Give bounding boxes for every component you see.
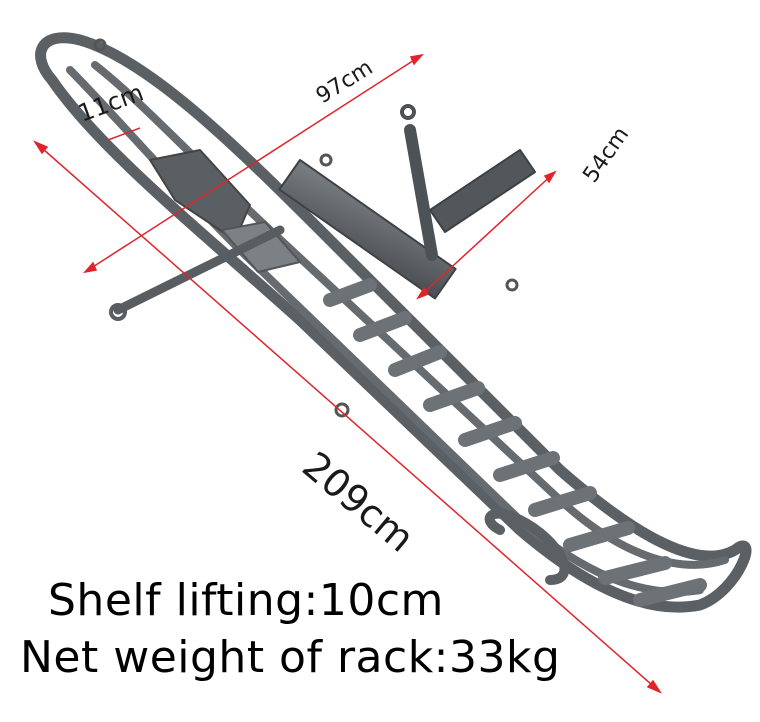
dimension-line-receiver — [417, 171, 556, 299]
perforated-plate — [221, 221, 301, 273]
arrowhead — [646, 679, 662, 694]
stabilizer-arm — [113, 225, 285, 315]
arrowhead — [409, 53, 425, 66]
dimension-label-length: 209cm — [294, 443, 422, 561]
caption-net-weight: Net weight of rack:33kg — [20, 632, 561, 683]
arrowhead — [543, 170, 557, 184]
rack-frame — [35, 32, 752, 613]
eyelet — [319, 153, 333, 167]
eyelet — [505, 278, 519, 292]
eyelet — [334, 402, 350, 418]
dimension-lines — [33, 53, 662, 694]
arrowhead — [33, 140, 49, 155]
hitch-tube — [429, 149, 536, 233]
lift-post-eyelet — [400, 104, 416, 120]
outer-rail — [35, 32, 752, 613]
receiver-tube — [278, 159, 457, 300]
dimension-label-receiver: 54cm — [578, 123, 634, 188]
front-hook-loop — [484, 508, 570, 585]
dimension-line-channel — [107, 127, 141, 141]
arrowhead — [416, 286, 430, 300]
wheel-chock — [149, 149, 251, 241]
dimension-line-length — [34, 141, 661, 693]
stabilizer-eyelet — [109, 303, 127, 321]
caption-shelf-lifting: Shelf lifting:10cm — [48, 575, 444, 626]
eyelet — [93, 38, 107, 52]
dimension-line-width — [84, 54, 423, 273]
arrowhead — [82, 261, 98, 274]
lift-post — [404, 124, 438, 261]
dimension-label-width: 97cm — [312, 55, 377, 109]
cross-slats — [323, 278, 707, 607]
